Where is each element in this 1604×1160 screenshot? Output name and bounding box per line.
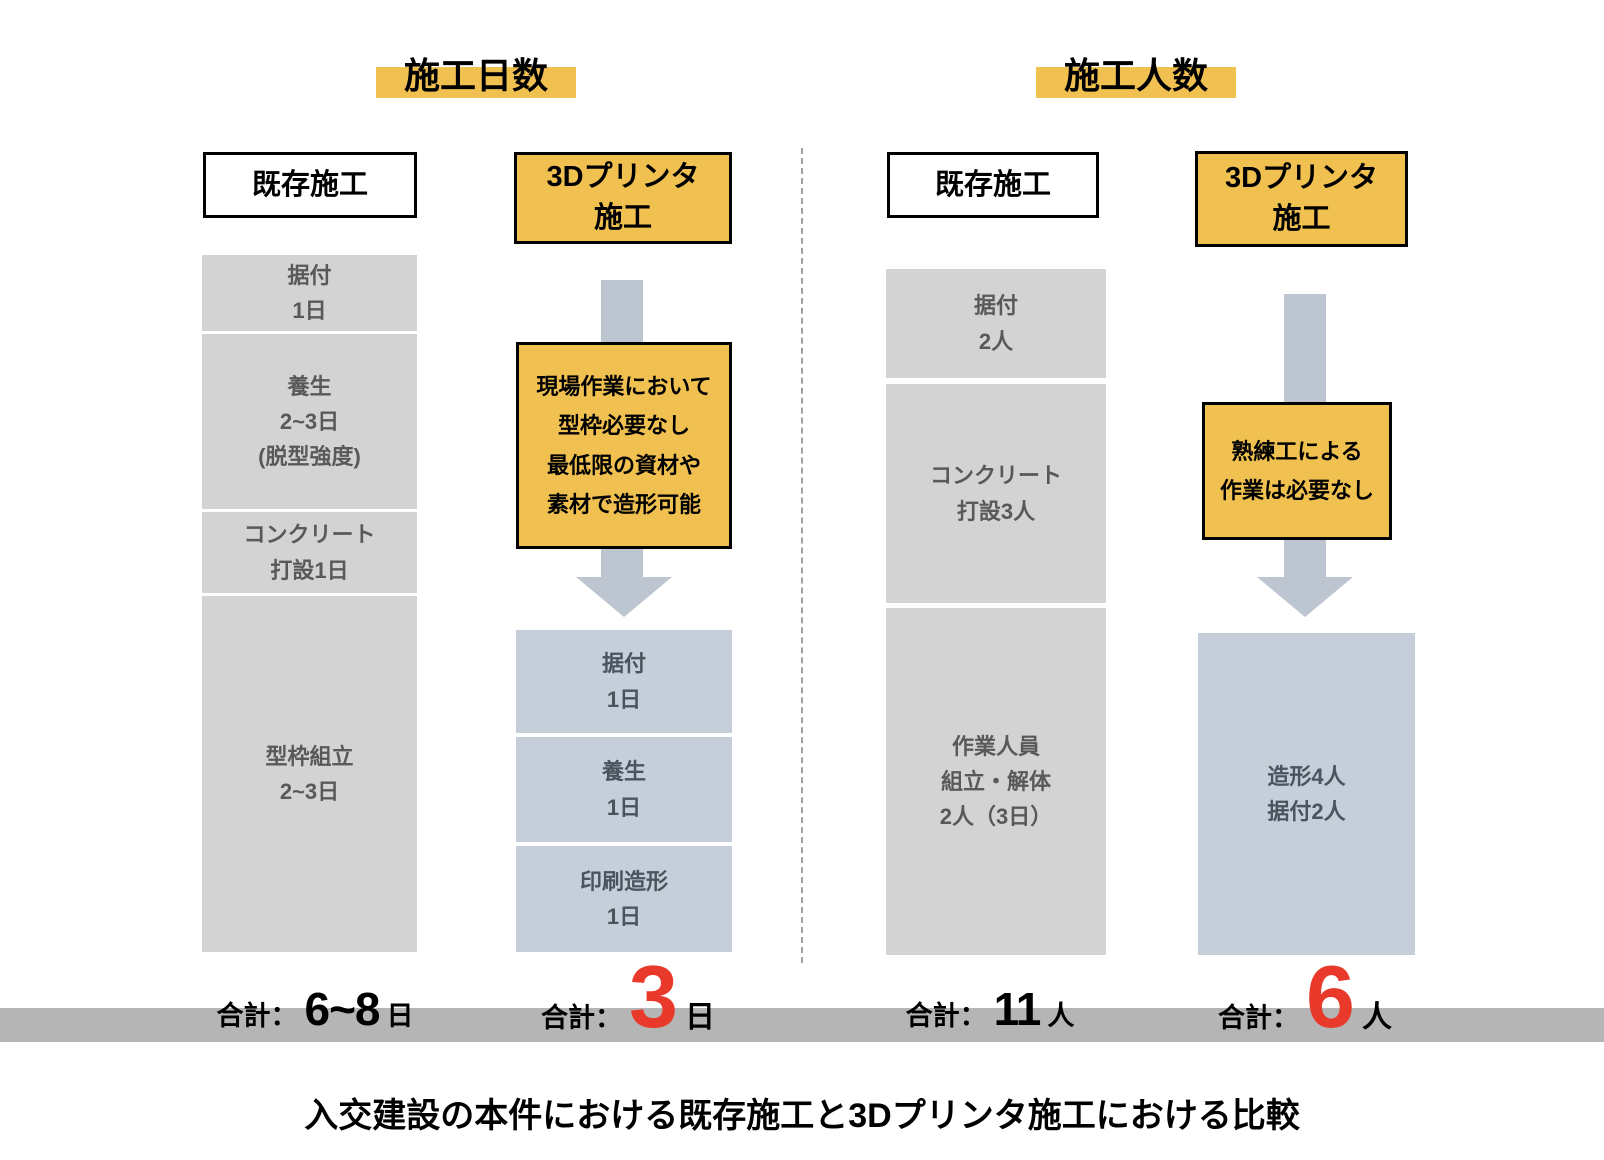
total-value-highlight: 6: [1306, 947, 1355, 1046]
down-arrow-icon: [1284, 540, 1326, 577]
total-value: 11: [993, 983, 1042, 1035]
days-existing-step-3: コンクリート 打設1日: [202, 512, 417, 593]
total-unit: 人: [1361, 1001, 1392, 1034]
days-existing-step-2: 養生 2~3日 (脱型強度): [202, 334, 417, 509]
days-existing-step-1: 据付 1日: [202, 255, 417, 331]
days-printer-header: 3Dプリンタ 施工: [514, 152, 732, 244]
people-existing-step-2: コンクリート 打設3人: [886, 384, 1106, 603]
days-section-title: 施工日数: [403, 55, 549, 96]
down-arrow-icon: [576, 577, 672, 617]
down-arrow-icon: [1257, 577, 1353, 617]
days-existing-total: 合計： 6~8 日: [216, 982, 413, 1036]
days-printer-step-2: 養生 1日: [516, 737, 732, 842]
people-existing-total: 合計： 11 人: [906, 982, 1075, 1036]
section-divider: [801, 148, 803, 963]
days-printer-total: 合計： 3 日: [541, 947, 715, 1046]
total-unit: 人: [1047, 1001, 1075, 1031]
down-arrow-icon: [601, 549, 643, 577]
people-existing-header: 既存施工: [887, 152, 1099, 218]
days-printer-step-1: 据付 1日: [516, 630, 732, 733]
days-printer-step-3: 印刷造形 1日: [516, 846, 732, 952]
total-value: 6~8: [304, 983, 380, 1035]
people-existing-step-3: 作業人員 組立・解体 2人（3日）: [886, 608, 1106, 955]
total-label: 合計：: [905, 1001, 987, 1031]
days-existing-step-4: 型枠組立 2~3日: [202, 596, 417, 952]
days-existing-header: 既存施工: [203, 152, 417, 218]
slide-caption: 入交建設の本件における既存施工と3Dプリンタ施工における比較: [304, 1097, 1300, 1135]
total-value-highlight: 3: [629, 947, 678, 1046]
down-arrow-icon: [601, 280, 643, 342]
people-section-badge: 施工人数: [1036, 58, 1236, 98]
people-existing-step-1: 据付 2人: [886, 269, 1106, 378]
total-unit: 日: [386, 1001, 414, 1031]
total-label: 合計：: [541, 1003, 623, 1033]
people-printer-header: 3Dプリンタ 施工: [1195, 151, 1408, 247]
days-printer-callout: 現場作業において 型枠必要なし 最低限の資材や 素材で造形可能: [516, 342, 732, 549]
people-section-title: 施工人数: [1063, 55, 1209, 96]
people-printer-step-1: 造形4人 据付2人: [1198, 633, 1415, 955]
total-unit: 日: [684, 1001, 715, 1034]
people-printer-total: 合計： 6 人: [1218, 947, 1392, 1046]
down-arrow-icon: [1284, 294, 1326, 402]
people-printer-callout: 熟練工による 作業は必要なし: [1202, 402, 1392, 540]
total-label: 合計：: [216, 1001, 298, 1031]
totals-bar: [0, 1008, 1604, 1042]
days-section-badge: 施工日数: [376, 58, 576, 98]
total-label: 合計：: [1218, 1003, 1300, 1033]
